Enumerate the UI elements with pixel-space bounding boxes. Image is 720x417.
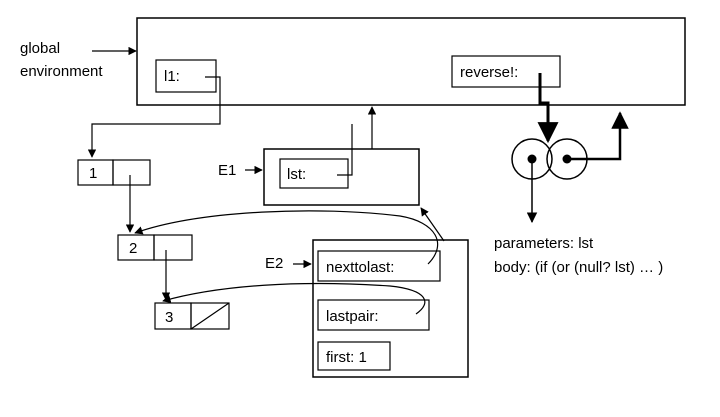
binding-nexttolast <box>317 250 441 282</box>
binding-l1-label: l1: <box>164 68 180 85</box>
lst-pointer-arrow <box>337 124 353 176</box>
pair-3-value: 3 <box>165 309 173 326</box>
reverse-pointer-arrow <box>537 73 559 144</box>
binding-lastpair <box>317 299 430 331</box>
procedure-body: body: (if (or (null? lst) … ) <box>494 259 663 276</box>
binding-reverse-label: reverse!: <box>460 64 518 81</box>
binding-first <box>317 341 391 371</box>
global-env-label-line1: global <box>20 40 60 57</box>
e2-parent-arrow <box>420 207 445 242</box>
nexttolast-pointer-arrow <box>134 210 439 265</box>
pair-1-value: 1 <box>89 165 97 182</box>
l1-pointer-arrow <box>87 76 221 158</box>
pair-2-value: 2 <box>129 240 137 257</box>
binding-nexttolast-label: nexttolast: <box>326 259 394 276</box>
frame-e1 <box>263 148 420 206</box>
binding-lst <box>279 158 349 189</box>
pair-3-null-slash <box>190 302 230 330</box>
binding-lst-label: lst: <box>287 166 306 183</box>
frame-e2 <box>312 239 469 378</box>
lastpair-pointer-arrow <box>162 282 426 315</box>
binding-first-label: first: 1 <box>326 349 367 366</box>
binding-l1 <box>155 59 217 93</box>
pair-3-cdr <box>190 302 230 330</box>
pair-1-cdr <box>112 159 151 186</box>
procedure-env-arrow <box>567 111 629 161</box>
global-env-label-line2: environment <box>20 63 103 80</box>
e2-label: E2 <box>265 255 283 272</box>
binding-reverse <box>451 55 561 88</box>
global-environment-frame <box>136 17 686 106</box>
e1-label: E1 <box>218 162 236 179</box>
binding-lastpair-label: lastpair: <box>326 308 379 325</box>
procedure-parameters: parameters: lst <box>494 235 594 252</box>
pair-2-cdr <box>153 234 193 261</box>
